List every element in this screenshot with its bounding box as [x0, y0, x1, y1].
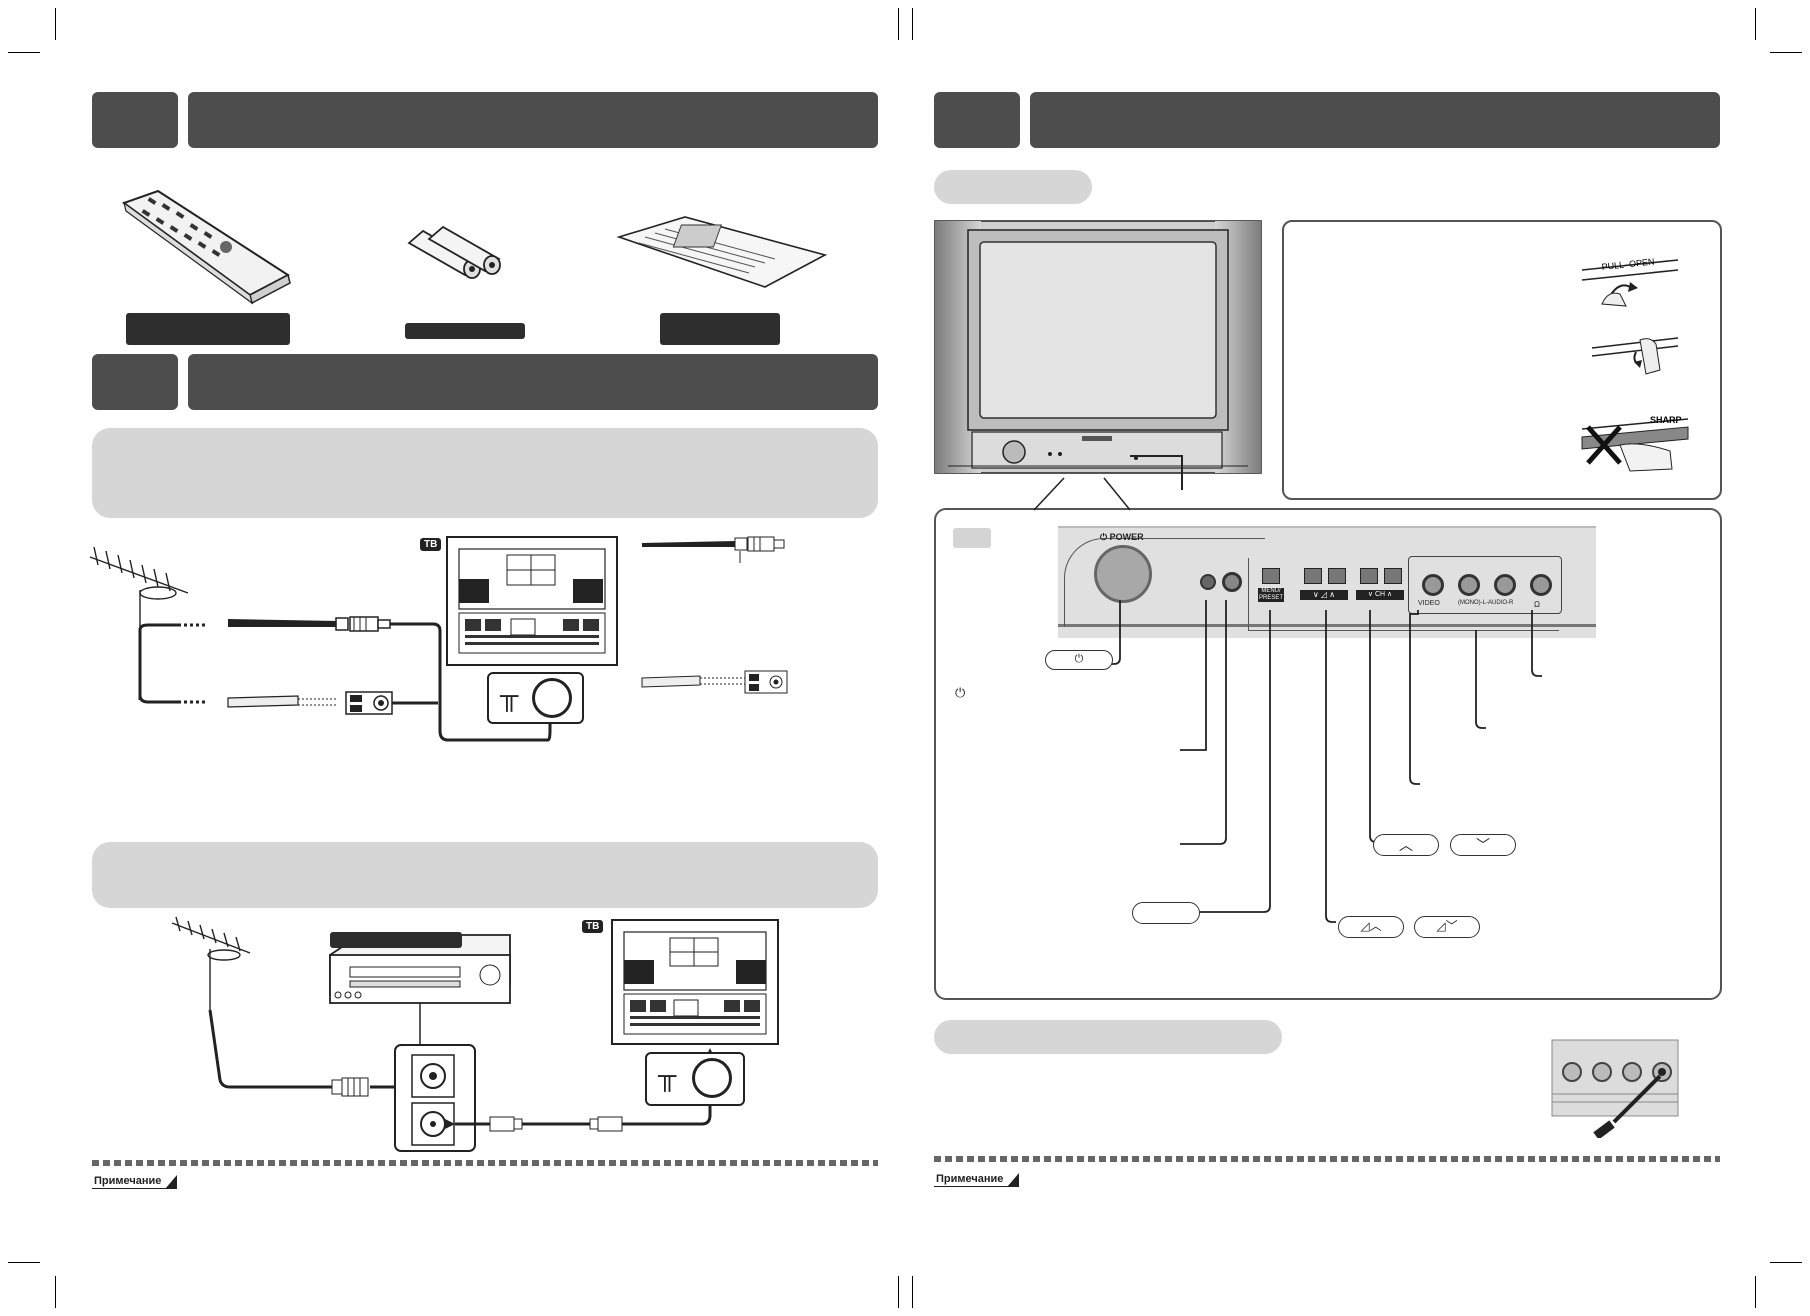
door-open-illustration	[1591, 337, 1679, 375]
note-label: Примечание	[934, 1172, 1020, 1187]
channel-down-button[interactable]	[1360, 568, 1378, 584]
crop-mark	[1770, 1262, 1802, 1263]
channel-up-callout: ︿	[1373, 834, 1439, 856]
pull-open-illustration: PULL–OPEN	[1581, 257, 1679, 307]
power-callout-label: ⏻	[1045, 650, 1113, 670]
note-label: Примечание	[92, 1174, 178, 1189]
volume-down-callout: ◿﹀	[1414, 916, 1480, 938]
audio-label: (MONO)-L-AUDIO-R	[1458, 600, 1514, 606]
antenna-connection-diagram	[89, 546, 557, 742]
cross-mark-icon	[1586, 425, 1622, 465]
crop-mark	[898, 1276, 899, 1308]
volume-down-button[interactable]	[1304, 568, 1322, 584]
antenna-socket-icon	[532, 678, 572, 718]
crop-mark	[912, 8, 913, 40]
zoom-connector	[1033, 477, 1130, 511]
pull-open-text: PULL–OPEN	[1601, 257, 1655, 272]
indicator-led	[1200, 574, 1216, 590]
section-header-bar	[188, 354, 878, 410]
jack-group-frame	[1408, 556, 1562, 614]
antenna-socket-icon	[692, 1058, 732, 1098]
channel-up-button[interactable]	[1384, 568, 1402, 584]
vcr-icon	[329, 934, 511, 1004]
manual-icon	[616, 216, 828, 288]
volume-label-bar: ∨ ◿ ∧	[1300, 590, 1348, 600]
antenna-symbol-icon: ╥	[658, 1060, 677, 1090]
headphone-jack[interactable]	[1530, 574, 1552, 596]
section-header-bar	[188, 92, 878, 148]
section-divider	[934, 1156, 1720, 1162]
panel-strip-line	[1058, 624, 1596, 627]
crop-mark	[1755, 8, 1756, 40]
cable-variant-illustration	[641, 536, 788, 694]
phones-label: Ω	[1534, 600, 1540, 609]
antenna-icon	[171, 916, 251, 1010]
audio-left-jack[interactable]	[1458, 574, 1480, 596]
volume-up-button[interactable]	[1328, 568, 1346, 584]
batteries-icon	[407, 225, 501, 279]
video-in-jack[interactable]	[1422, 574, 1444, 596]
crop-mark	[912, 1276, 913, 1308]
section-divider	[92, 1160, 878, 1166]
vcr-connection-diagram	[171, 916, 717, 1152]
wrong-handling-illustration: SHARP	[1581, 415, 1689, 472]
remote-sensor	[1222, 572, 1242, 592]
crop-mark	[8, 1262, 40, 1263]
subsection-title-pill	[934, 1020, 1282, 1054]
section-header-bar	[1030, 92, 1720, 148]
accessory-label-box	[660, 313, 780, 345]
power-icon: ⏻	[1074, 653, 1084, 665]
accessory-label-box	[405, 323, 525, 339]
tv-rear-panel	[446, 536, 618, 666]
menu-preset-button[interactable]	[1262, 568, 1280, 584]
tv-tag: ТВ	[582, 920, 604, 933]
channel-label-bar: ∨ CH ∧	[1356, 590, 1404, 600]
tv-front-view	[934, 220, 1262, 474]
crop-mark	[1755, 1276, 1756, 1308]
crop-mark	[1770, 52, 1802, 53]
callout-lines	[1110, 600, 1542, 923]
brand-text: SHARP	[1650, 415, 1682, 425]
antenna-symbol-icon: ╥	[500, 680, 519, 710]
remote-control-icon	[121, 189, 291, 305]
crop-mark	[55, 1276, 56, 1308]
instruction-box	[92, 428, 878, 518]
section-number-box	[92, 354, 178, 410]
channel-down-callout: ﹀	[1450, 834, 1516, 856]
tv-tag: ТВ	[420, 538, 442, 551]
tv-rear-panel	[611, 919, 779, 1045]
accessory-label-box	[126, 313, 290, 345]
controls-frame	[1248, 558, 1559, 631]
power-icon: ⏻	[955, 685, 966, 700]
crop-mark	[55, 8, 56, 40]
callout-line	[1130, 455, 1183, 490]
power-label: ⏻ POWER	[1100, 532, 1144, 542]
power-bezel	[1064, 538, 1265, 627]
subsection-title-pill	[934, 170, 1092, 204]
panel-tag	[953, 528, 991, 548]
vcr-label-box	[330, 932, 462, 948]
headphone-plug-icon	[1551, 1039, 1679, 1138]
crop-mark	[8, 52, 40, 53]
volume-up-callout: ◿︿	[1338, 916, 1404, 938]
section-number-box	[92, 92, 178, 148]
crop-mark	[898, 8, 899, 40]
menu-callout-label	[1132, 902, 1200, 924]
audio-right-jack[interactable]	[1494, 574, 1516, 596]
menu-preset-label: MENU/ PRESET	[1258, 588, 1284, 602]
video-label: VIDEO	[1418, 600, 1440, 607]
instruction-box	[92, 842, 878, 908]
section-number-box	[934, 92, 1020, 148]
